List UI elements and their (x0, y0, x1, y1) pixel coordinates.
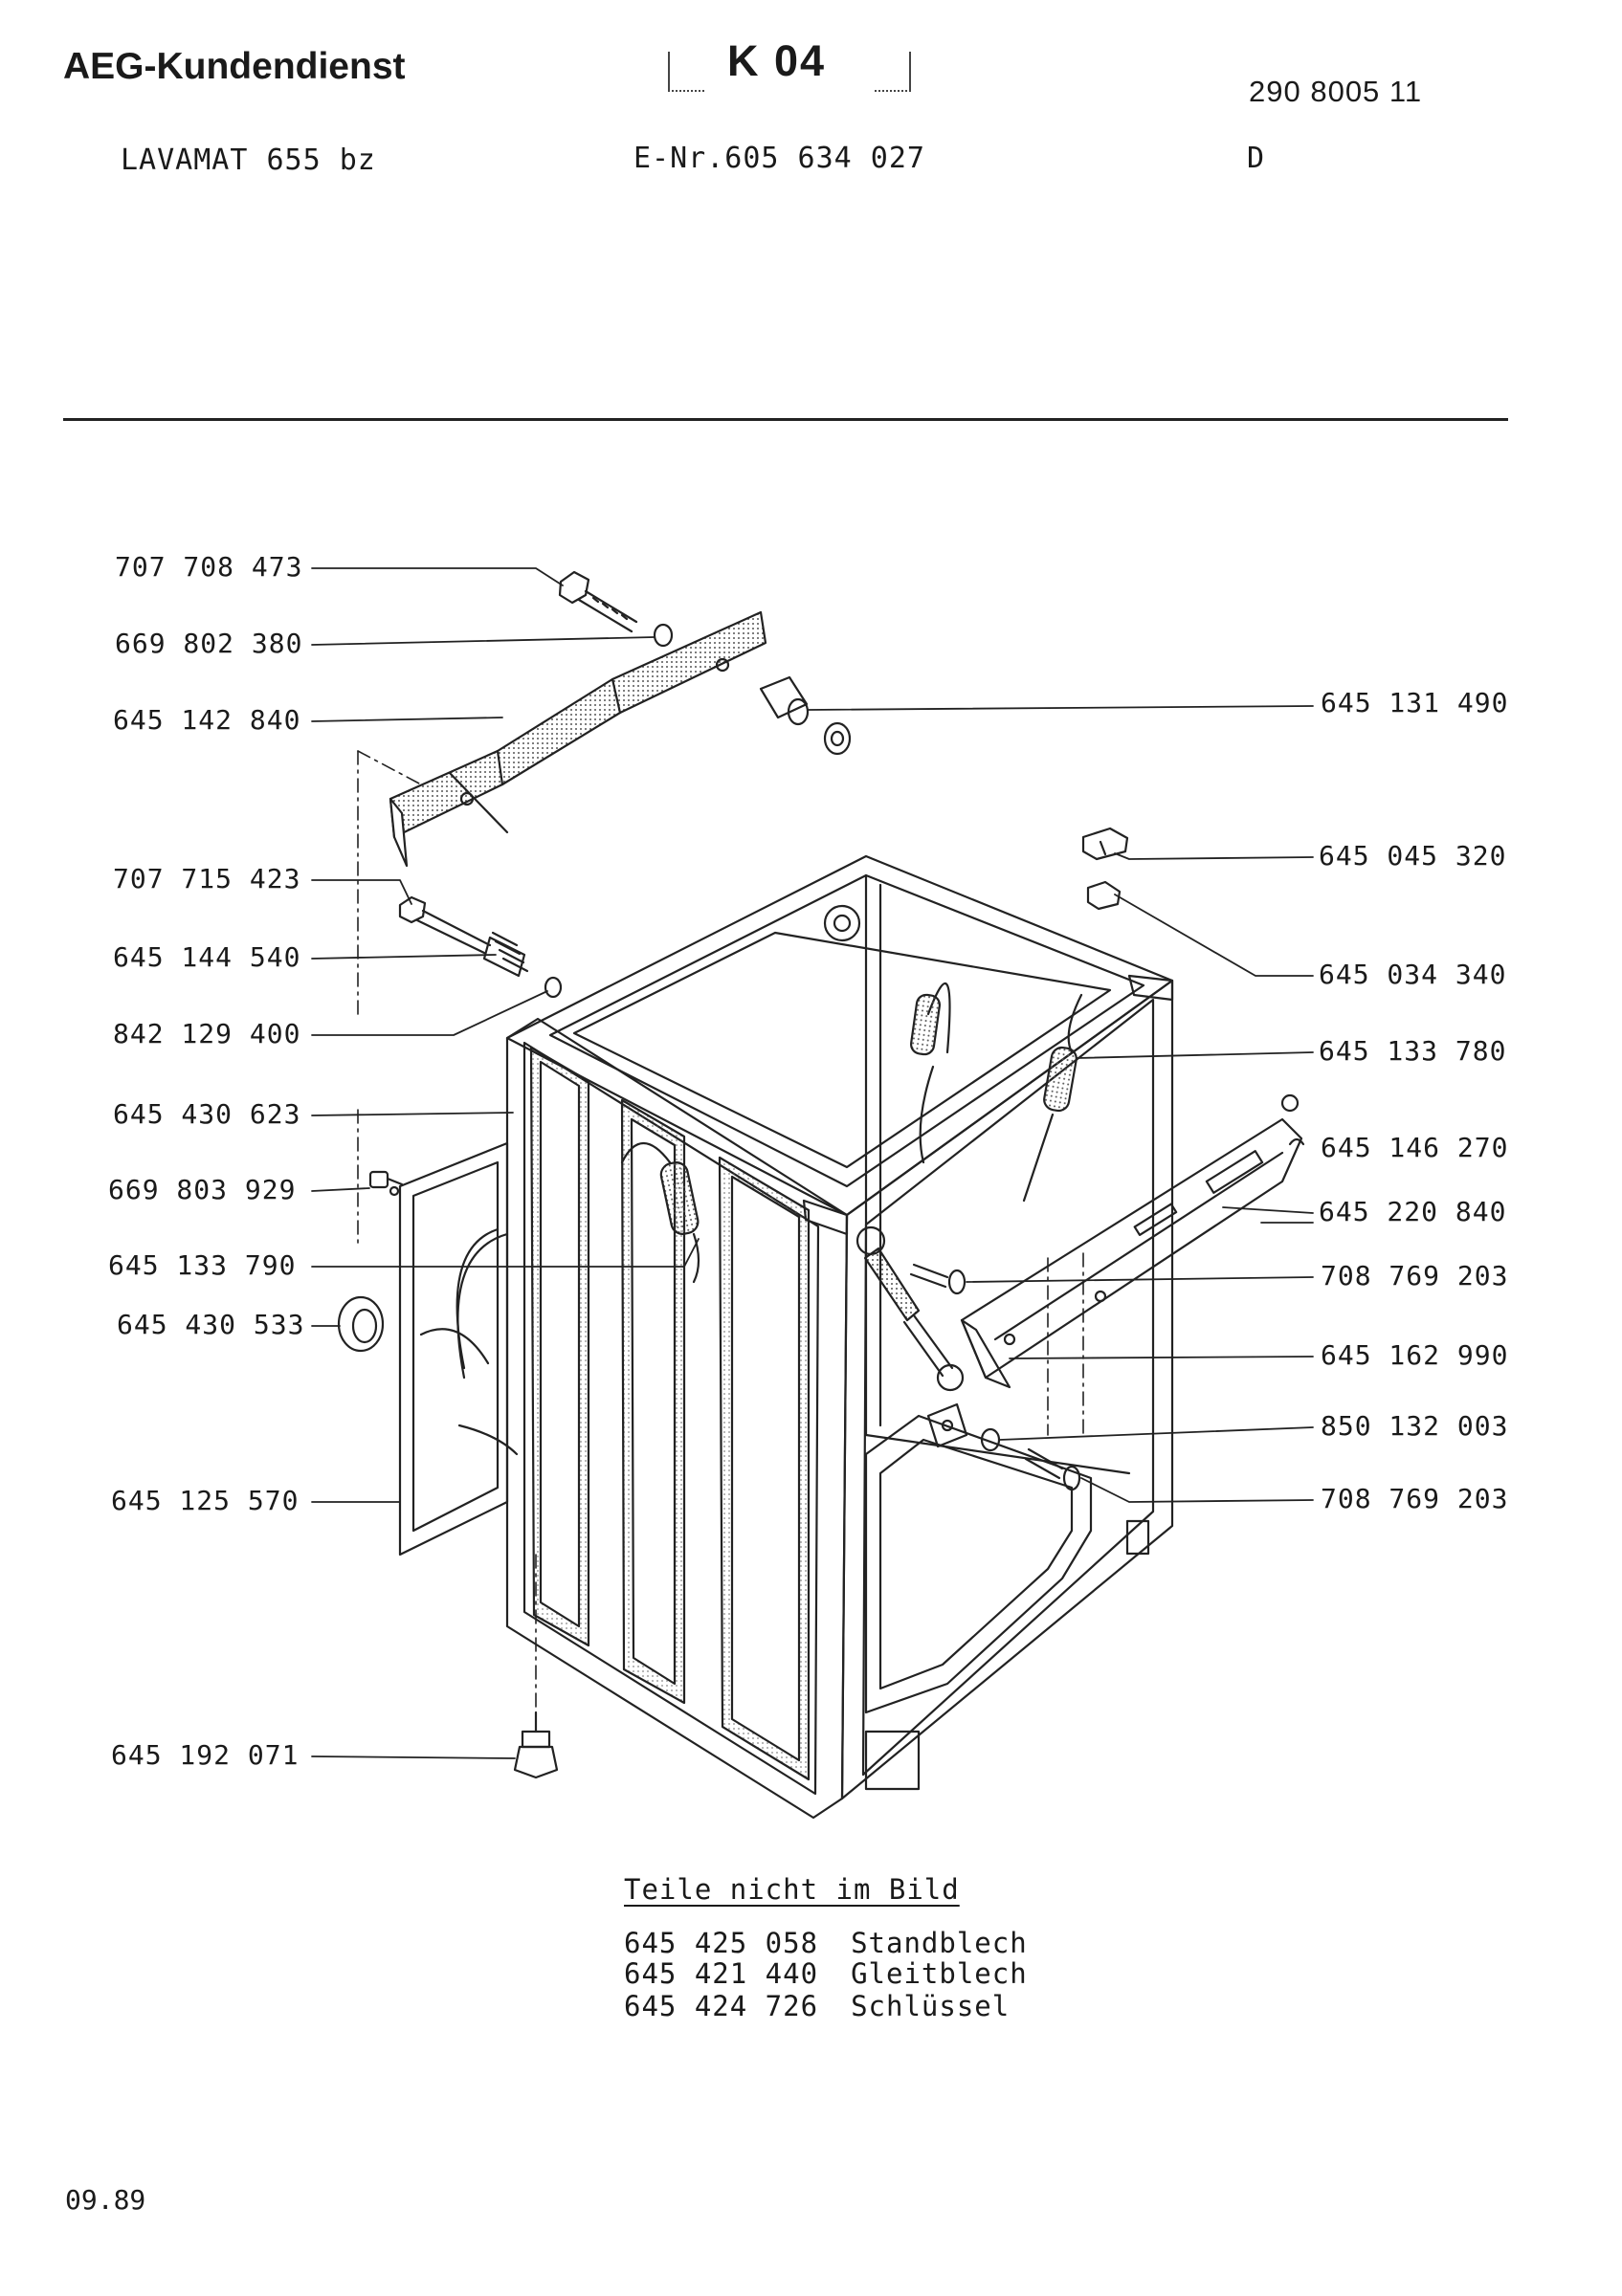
note-part-number: 645 421 440 (624, 1957, 819, 1990)
part-number-label: 645 430 533 (117, 1309, 305, 1340)
note-item: 645 425 058 Standblech (624, 1927, 1028, 1959)
leader-lines-right (809, 706, 1313, 1502)
washer-top (655, 625, 672, 646)
bushing (761, 677, 850, 754)
part-number-label: 645 133 790 (108, 1249, 297, 1281)
part-number-label: 645 131 490 (1321, 687, 1509, 718)
part-number-label: 645 125 570 (111, 1485, 300, 1516)
document-number: 290 8005 11 (1249, 75, 1423, 108)
language-code: D (1247, 142, 1265, 175)
clip (370, 1172, 402, 1187)
cross-beam (390, 612, 766, 866)
note-description: Schlüssel (851, 1990, 1011, 2022)
e-number: E-Nr.605 634 027 (633, 142, 925, 175)
rail-nut (1282, 1095, 1298, 1111)
part-number-label: 645 162 990 (1321, 1339, 1509, 1371)
section-code-bracket-right (875, 52, 911, 92)
part-number-label: 645 142 840 (113, 704, 301, 736)
note-item: 645 424 726 Schlüssel (624, 1990, 1010, 2022)
part-number-label: 707 708 473 (115, 551, 303, 583)
note-description: Standblech (851, 1927, 1028, 1959)
note-part-number: 645 425 058 (624, 1927, 819, 1959)
suspension-springs (622, 983, 1081, 1282)
part-number-label: 645 146 270 (1321, 1132, 1509, 1163)
part-number-label: 669 802 380 (115, 628, 303, 659)
bolt-top (560, 572, 636, 631)
part-number-label: 708 769 203 (1321, 1260, 1509, 1292)
mounting-rail (962, 1119, 1301, 1387)
part-number-label: 708 769 203 (1321, 1483, 1509, 1514)
part-number-label: 645 220 840 (1319, 1196, 1507, 1227)
part-number-label: 645 430 623 (113, 1098, 301, 1130)
part-number-label: 645 192 071 (111, 1739, 300, 1771)
part-number-label: 645 133 780 (1319, 1035, 1507, 1067)
footer-date: 09.89 (65, 2184, 146, 2216)
shock-absorber (857, 1227, 999, 1450)
clip-645-034-340 (1088, 882, 1120, 909)
part-number-label: 707 715 423 (113, 863, 301, 894)
front-panel (390, 1143, 517, 1555)
adjustable-foot (515, 1712, 557, 1777)
note-description: Gleitblech (851, 1957, 1028, 1990)
header-divider (63, 418, 1508, 421)
clip-645-045-320 (1083, 828, 1127, 859)
porthole-ring (339, 1297, 383, 1351)
note-item: 645 421 440 Gleitblech (624, 1957, 1028, 1990)
section-code-bracket-left (668, 52, 704, 92)
screw-upper (911, 1265, 965, 1293)
section-code: K 04 (727, 36, 827, 85)
part-number-label: 645 144 540 (113, 941, 301, 973)
part-number-label: 645 034 340 (1319, 959, 1507, 990)
part-number-label: 645 045 320 (1319, 840, 1507, 872)
part-number-label: 842 129 400 (113, 1018, 301, 1049)
leader-lines-left (312, 568, 699, 1758)
rail-clip-small (1290, 1139, 1303, 1144)
part-number-label: 669 803 929 (108, 1174, 297, 1205)
model-name: LAVAMAT 655 bz (121, 144, 376, 177)
cabinet-frame (507, 856, 1172, 1818)
note-part-number: 645 424 726 (624, 1990, 819, 2022)
notes-title: Teile nicht im Bild (624, 1873, 960, 1906)
bolt-left (400, 897, 561, 997)
brand-title: AEG-Kundendienst (63, 46, 406, 87)
screw-lower (1026, 1449, 1079, 1490)
part-number-label: 850 132 003 (1321, 1410, 1509, 1442)
